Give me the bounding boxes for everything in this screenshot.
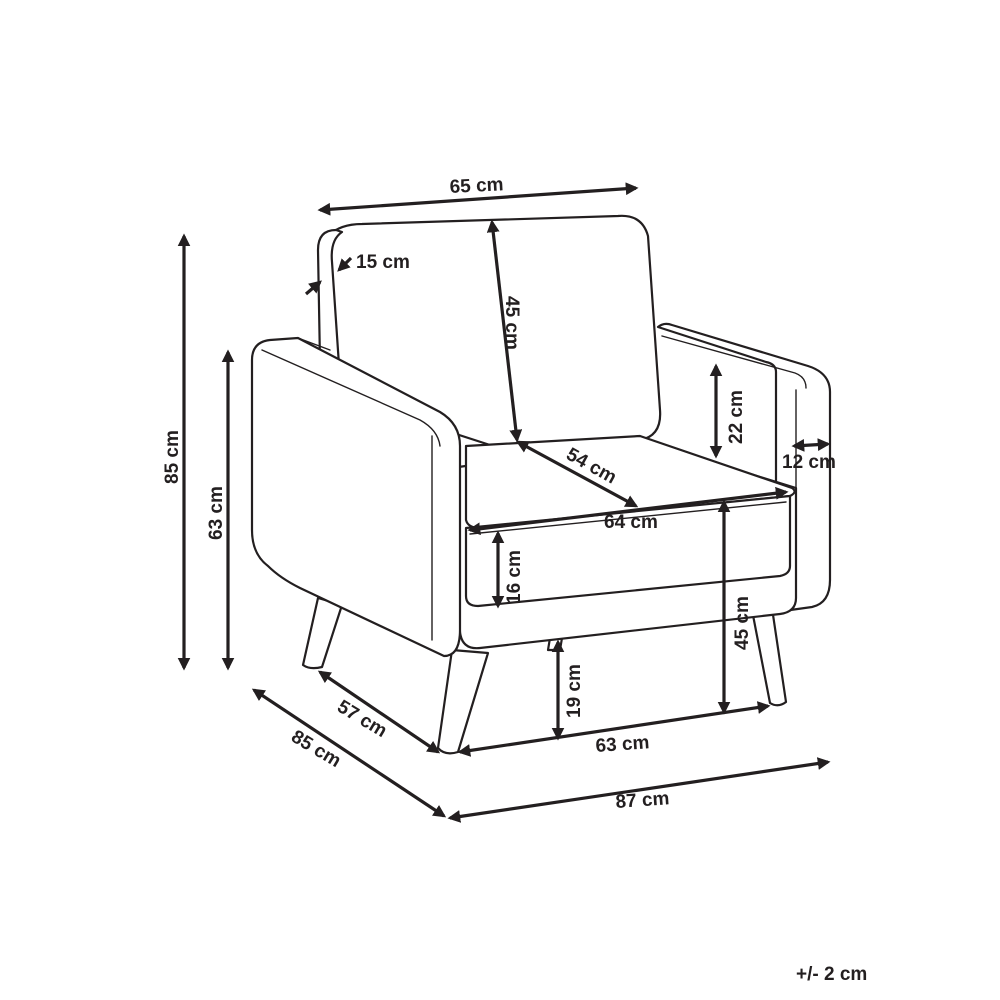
label-seat-width: 64 cm	[604, 512, 658, 533]
dim-total-width-arrow	[447, 757, 831, 823]
dimension-lines	[177, 182, 831, 823]
dim-back-width-arrow	[317, 182, 639, 216]
right-arm-top-seam	[661, 335, 807, 389]
dim-arm-width-arrow	[791, 438, 831, 452]
left-arm-top-seam	[261, 349, 441, 447]
label-cushion-height: 16 cm	[504, 550, 525, 604]
label-seat-height: 45 cm	[732, 596, 753, 650]
leg-front-right	[436, 648, 490, 755]
tolerance-note: +/- 2 cm	[796, 964, 867, 985]
dim-leg-width-arrow	[457, 701, 771, 757]
label-arm-width: 12 cm	[782, 452, 836, 473]
label-back-width: 65 cm	[449, 174, 504, 198]
label-leg-depth: 57 cm	[333, 696, 390, 742]
label-leg-height: 19 cm	[564, 664, 585, 718]
label-total-height: 85 cm	[162, 430, 183, 484]
label-total-width: 87 cm	[615, 788, 670, 813]
armchair-outline	[250, 214, 832, 755]
dim-back-thickness-arrow-b	[304, 280, 322, 296]
dim-total-depth-arrow	[251, 688, 447, 818]
label-back-height: 45 cm	[501, 296, 522, 350]
leg-back-right	[750, 606, 788, 707]
leg-front-left	[301, 596, 344, 670]
label-leg-width: 63 cm	[595, 732, 650, 757]
label-total-depth: 85 cm	[287, 726, 344, 772]
label-arm-height: 63 cm	[206, 486, 227, 540]
dim-back-height-arrow	[486, 219, 523, 443]
left-arm	[250, 336, 462, 658]
dim-back-thickness-arrow-a	[337, 256, 353, 272]
label-back-thickness: 15 cm	[356, 252, 410, 273]
dim-seat-width-arrow	[467, 486, 789, 536]
left-arm-back-edge	[297, 337, 331, 351]
label-arm-rise: 22 cm	[726, 390, 747, 444]
